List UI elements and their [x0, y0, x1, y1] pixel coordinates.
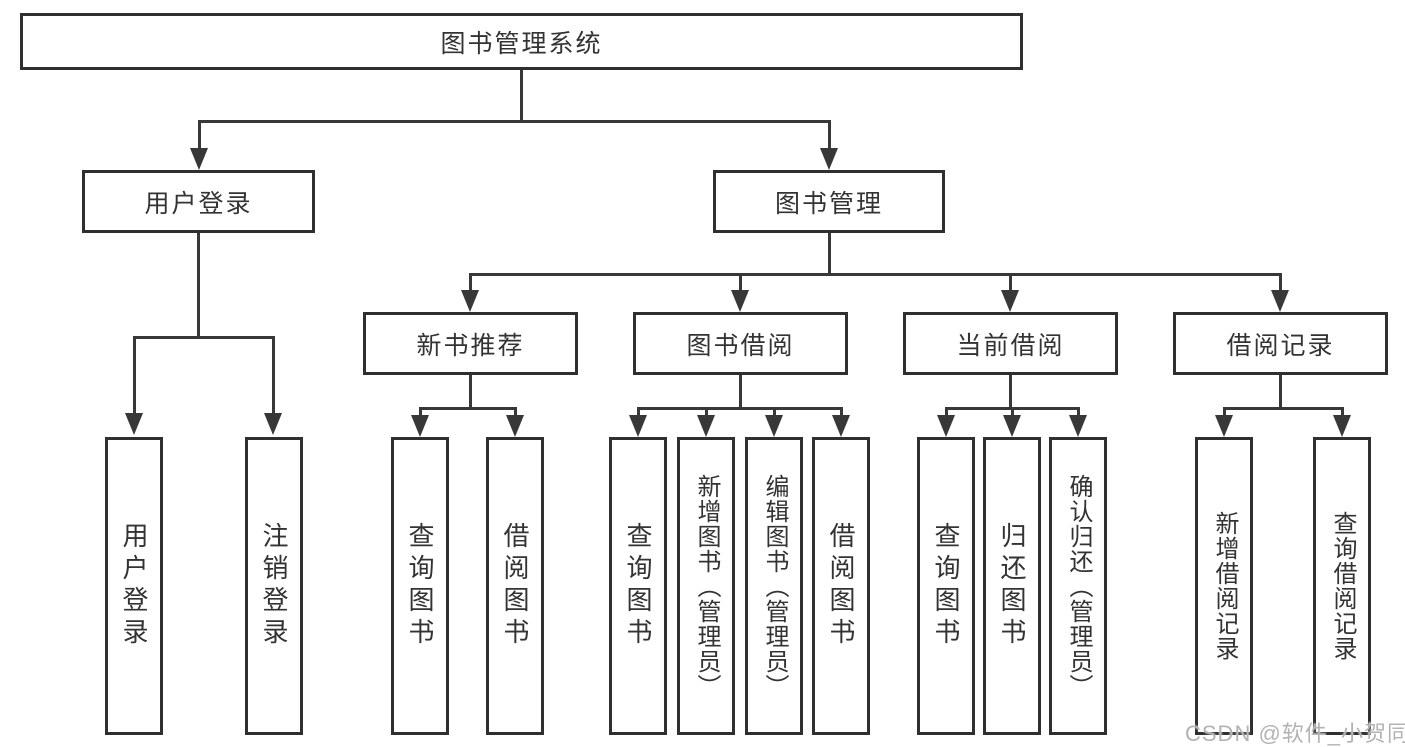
connector-arrow-bor-leaf-4 [832, 407, 850, 437]
connector-mgmt-stem [827, 233, 831, 276]
leaf-add-book-admin: 新增图书（管理员） [677, 437, 735, 735]
connector-borrow-hline [636, 407, 843, 410]
connector-arrow-current [1001, 273, 1019, 312]
connector-records-stem [1278, 375, 1282, 410]
connector-arrow-bor-leaf-3 [765, 407, 783, 437]
connector-arrow-cur-leaf-2 [1003, 407, 1021, 437]
connector-arrow-cur-leaf-1 [937, 407, 955, 437]
node-root-system: 图书管理系统 [20, 13, 1023, 70]
node-current-borrow: 当前借阅 [903, 312, 1118, 375]
leaf-recommend-borrow-books: 借阅图书 [486, 437, 544, 735]
node-user-login: 用户登录 [82, 170, 315, 233]
connector-arrow-leaf-user-login [125, 336, 143, 435]
node-book-management: 图书管理 [713, 170, 945, 233]
connector-records-hline [1222, 407, 1344, 410]
connector-mgmt-hline [468, 273, 1282, 276]
connector-root-hline [197, 120, 831, 123]
leaf-return-book: 归还图书 [983, 437, 1041, 735]
connector-arrow-cur-leaf-3 [1069, 407, 1087, 437]
connector-root-stem [519, 70, 523, 123]
connector-arrow-leaf-logout [264, 336, 282, 435]
connector-arrow-borrow [731, 273, 749, 312]
connector-user-hline [132, 336, 275, 339]
leaf-query-borrow-record: 查询借阅记录 [1313, 437, 1371, 735]
leaf-recommend-query-books: 查询图书 [391, 437, 449, 735]
connector-arrow-rec-leaf-1 [411, 407, 429, 437]
leaf-user-login: 用户登录 [105, 437, 163, 735]
connector-current-stem [1008, 375, 1012, 410]
connector-recommend-hline [418, 407, 517, 410]
connector-arrow-bor-leaf-1 [629, 407, 647, 437]
connector-arrow-log-leaf-1 [1215, 407, 1233, 437]
connector-arrow-rec-leaf-2 [506, 407, 524, 437]
node-new-book-recommend: 新书推荐 [363, 312, 578, 375]
leaf-current-query-books: 查询图书 [917, 437, 975, 735]
connector-borrow-stem [738, 375, 742, 410]
node-borrow-records: 借阅记录 [1173, 312, 1388, 375]
connector-arrow-log-leaf-2 [1333, 407, 1351, 437]
leaf-add-borrow-record: 新增借阅记录 [1195, 437, 1253, 735]
leaf-confirm-return-admin: 确认归还（管理员） [1049, 437, 1107, 735]
leaf-borrow-query-books: 查询图书 [609, 437, 667, 735]
connector-arrow-bor-leaf-2 [697, 407, 715, 437]
connector-arrow-book-mgmt [820, 120, 838, 170]
connector-arrow-records [1271, 273, 1289, 312]
connector-arrow-recommend [461, 273, 479, 312]
node-book-borrow: 图书借阅 [633, 312, 848, 375]
leaf-edit-book-admin: 编辑图书（管理员） [745, 437, 803, 735]
connector-user-stem [197, 233, 200, 339]
connector-recommend-stem [468, 375, 472, 410]
connector-arrow-user-login [190, 120, 208, 170]
leaf-logout: 注销登录 [245, 437, 303, 735]
leaf-borrow-books: 借阅图书 [812, 437, 870, 735]
watermark-text: CSDN @软件_小贺同学 [1185, 721, 1405, 746]
